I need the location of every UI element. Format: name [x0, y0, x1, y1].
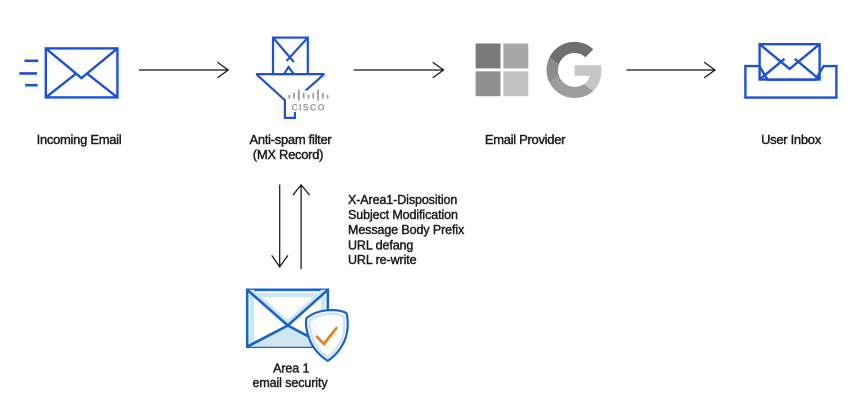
- svg-text:Incoming Email: Incoming Email: [37, 132, 122, 147]
- svg-text:URL re-write: URL re-write: [348, 253, 417, 267]
- svg-text:Anti-spam filter: Anti-spam filter: [250, 132, 333, 147]
- svg-text:X-Area1-Disposition: X-Area1-Disposition: [348, 193, 457, 207]
- svg-text:Message Body Prefix: Message Body Prefix: [348, 223, 465, 237]
- svg-text:(MX Record): (MX Record): [253, 147, 323, 162]
- svg-text:Email Provider: Email Provider: [485, 132, 566, 147]
- svg-text:CISCO: CISCO: [291, 102, 326, 112]
- svg-text:User Inbox: User Inbox: [761, 132, 822, 147]
- svg-text:URL defang: URL defang: [348, 238, 413, 252]
- svg-text:email security: email security: [252, 376, 328, 390]
- svg-text:Area 1: Area 1: [273, 362, 309, 376]
- svg-text:Subject Modification: Subject Modification: [348, 208, 458, 222]
